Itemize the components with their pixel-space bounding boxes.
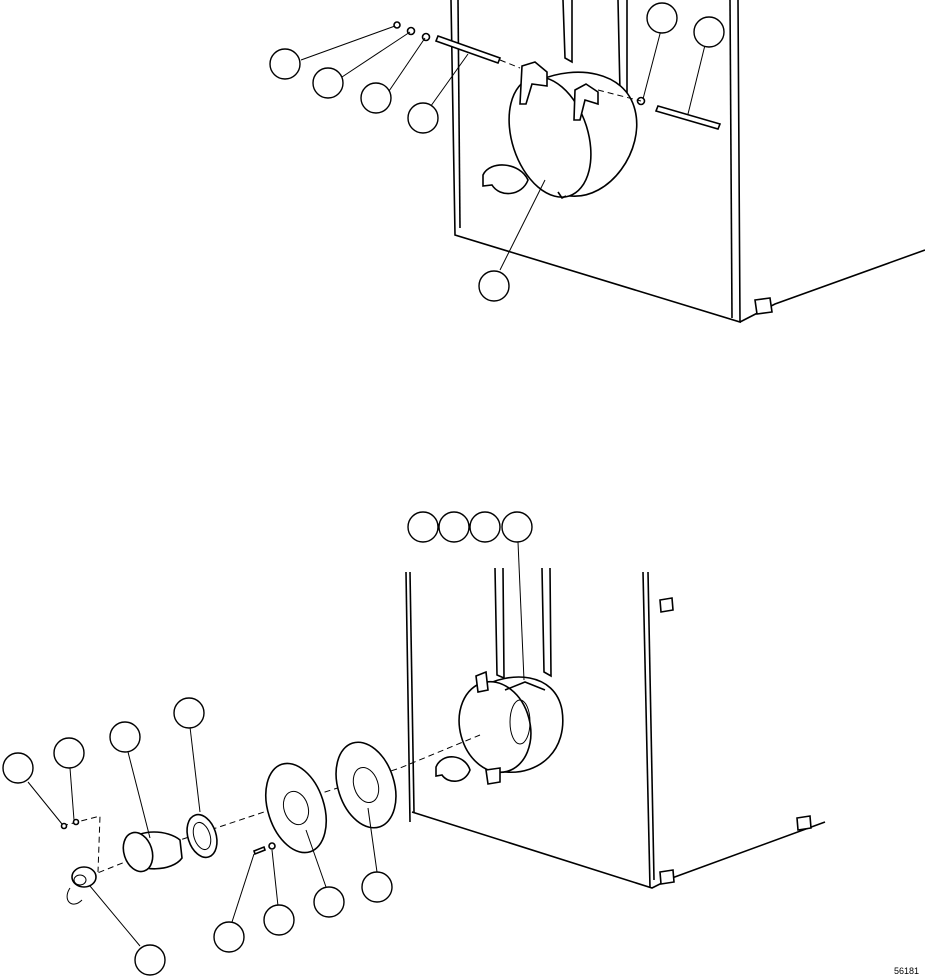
bottom-right-rail xyxy=(541,567,552,678)
callout-balloon xyxy=(360,82,392,114)
callout-balloon xyxy=(469,511,501,543)
bottom-foot-block xyxy=(659,869,675,885)
bottom-shoe-bracket xyxy=(435,756,471,782)
bottom-panel-left-edge xyxy=(405,571,411,823)
bottom-small-washer xyxy=(60,822,68,830)
bottom-assembly-view xyxy=(2,511,826,976)
bottom-panel-right-edge xyxy=(642,571,651,889)
exploded-flange-plate xyxy=(335,741,397,829)
top-assembly-view xyxy=(269,0,925,324)
bottom-panel-bottom-edge xyxy=(411,811,826,889)
callout-balloon xyxy=(407,511,439,543)
top-right-rail xyxy=(617,0,628,98)
callout-balloon xyxy=(269,48,301,80)
exploded-adapter-fitting xyxy=(122,831,183,873)
exploded-gasket-disc xyxy=(265,762,327,854)
exploded-cap-plug xyxy=(66,866,97,905)
callout-balloon xyxy=(501,511,533,543)
callout-balloon xyxy=(2,752,34,784)
figure-id: 56181 xyxy=(893,966,919,976)
bottom-left-rail xyxy=(494,567,505,680)
top-left-rail xyxy=(562,0,573,64)
callout-balloon xyxy=(693,16,725,48)
bottom-foot-block xyxy=(659,597,674,613)
bottom-small-washer xyxy=(72,818,80,826)
top-panel-front-edge xyxy=(450,0,741,324)
callout-balloon xyxy=(478,270,510,302)
callout-balloon xyxy=(173,697,205,729)
bottom-screw xyxy=(253,845,266,856)
callout-balloon xyxy=(213,921,245,953)
top-left-fasteners xyxy=(393,21,521,69)
top-panel-bottom-edge xyxy=(739,249,925,323)
callout-balloon xyxy=(312,67,344,99)
callout-balloon xyxy=(438,511,470,543)
top-shoe-bracket xyxy=(482,164,529,195)
callout-balloon xyxy=(109,721,141,753)
callout-balloon xyxy=(134,944,166,976)
top-drum-housing xyxy=(508,61,638,200)
callout-balloon xyxy=(53,737,85,769)
callout-balloon xyxy=(407,102,439,134)
bottom-foot-block xyxy=(796,815,812,831)
callout-balloon xyxy=(361,871,393,903)
callout-balloon xyxy=(313,886,345,918)
bottom-nut xyxy=(268,842,276,850)
top-right-fasteners xyxy=(597,89,722,130)
callout-balloon xyxy=(646,2,678,34)
exploded-o-ring xyxy=(186,813,218,859)
top-foot-block xyxy=(754,297,773,315)
callout-balloon xyxy=(263,904,295,936)
bottom-drum-housing xyxy=(458,670,564,785)
